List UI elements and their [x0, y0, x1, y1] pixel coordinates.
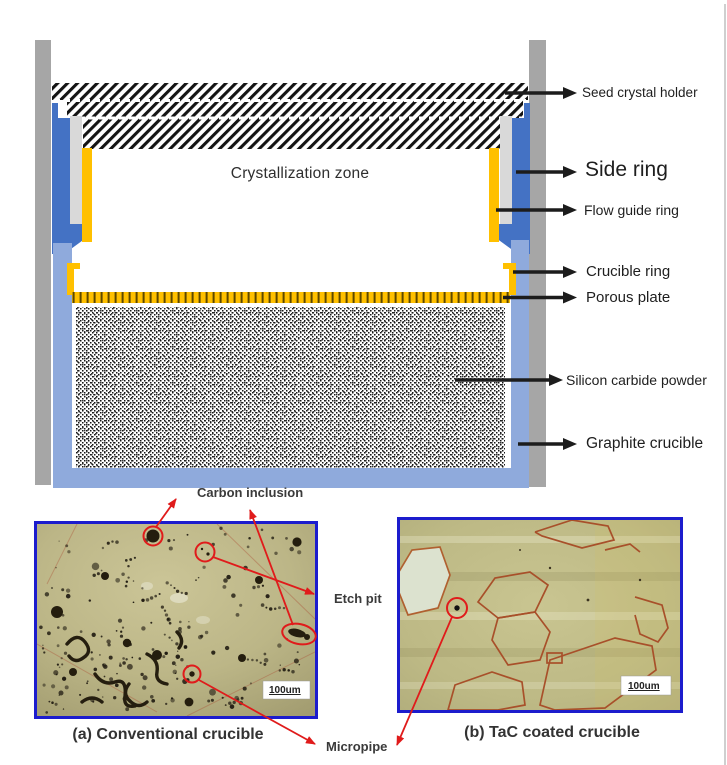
- seed-crystal-holder-shape: [52, 83, 528, 149]
- inner-spacers: [70, 116, 512, 227]
- flow-guide-ring-label: Flow guide ring: [584, 202, 679, 218]
- carbon-inclusion-label: Carbon inclusion: [197, 485, 304, 500]
- porous-plate-shape: [72, 292, 510, 303]
- hexagon-outlines: [400, 520, 669, 710]
- micrograph-a: 100um: [34, 521, 318, 719]
- crucible-ring-shape: [67, 263, 516, 295]
- label-arrows: [455, 87, 577, 450]
- etch-pit-label: Etch pit: [334, 591, 382, 606]
- right-edge-line: [724, 4, 726, 765]
- crucible-ring-label: Crucible ring: [586, 263, 671, 280]
- schematic-svg: [35, 40, 577, 488]
- powder-shape: [76, 307, 505, 468]
- side-ring-shape: [52, 103, 530, 254]
- caption-a: (a) Conventional crucible: [72, 726, 264, 743]
- scalebar-b-label: 100um: [628, 681, 660, 692]
- micrograph-b-svg: 100um: [400, 520, 680, 710]
- micrograph-a-svg: 100um: [37, 524, 315, 716]
- inclusion-chains: [65, 630, 184, 708]
- silicon-carbide-powder-label: Silicon carbide powder: [566, 372, 707, 388]
- scalebar-b: 100um: [620, 675, 672, 696]
- furnace-walls: [35, 40, 546, 487]
- side-ring-label: Side ring: [585, 158, 668, 181]
- flow-guide-ring-shape: [82, 148, 499, 242]
- caption-b: (b) TaC coated crucible: [464, 724, 640, 741]
- scalebar-a-label: 100um: [269, 685, 301, 696]
- specks-b: [519, 549, 642, 602]
- porous-plate-label: Porous plate: [586, 289, 671, 306]
- graphite-crucible-label: Graphite crucible: [586, 435, 704, 452]
- micropipe-label: Micropipe: [326, 739, 388, 754]
- seed-crystal-holder-label: Seed crystal holder: [582, 85, 698, 100]
- crystallization-zone-label: Crystallization zone: [230, 165, 370, 182]
- micrograph-b: 100um: [397, 517, 683, 713]
- scalebar-a: 100um: [262, 680, 311, 700]
